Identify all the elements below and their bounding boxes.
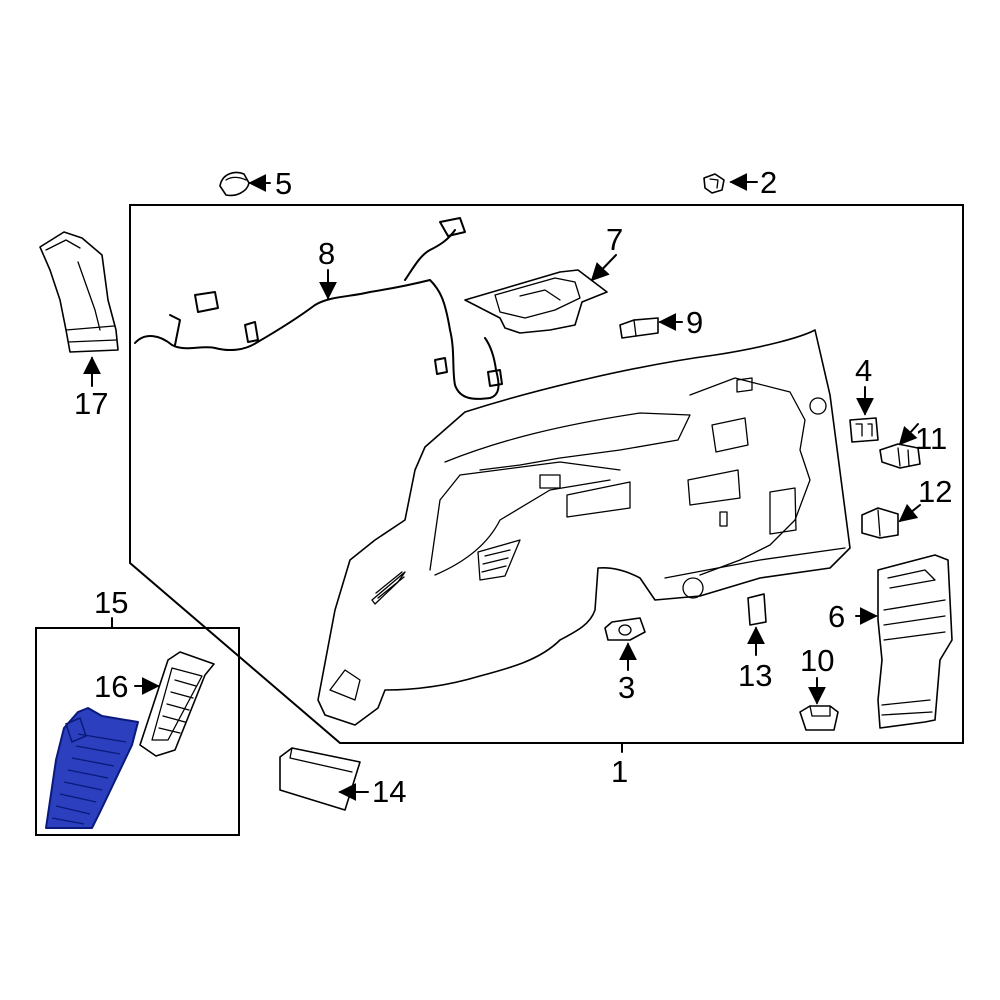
- quarter-trim-panel: [317, 329, 851, 726]
- wiring-harness: [134, 217, 503, 400]
- cover-11: [879, 443, 921, 469]
- cover-12: [861, 507, 899, 539]
- bracket-4: [849, 417, 879, 443]
- air-duct: [39, 231, 119, 353]
- push-pin-fastener: [703, 173, 725, 194]
- callout-17: 17: [74, 386, 108, 421]
- callout-10: 10: [800, 643, 834, 678]
- callout-4: 4: [855, 353, 872, 388]
- cover-cap: [219, 171, 250, 197]
- callout-1: 1: [611, 754, 628, 789]
- leader-11: [898, 423, 919, 446]
- leader-12: [898, 503, 921, 523]
- side-panel: [877, 554, 953, 729]
- inset-frame: [35, 627, 240, 836]
- leader-7: [590, 254, 617, 282]
- handle-bezel: [604, 617, 646, 641]
- callout-6: 6: [828, 599, 845, 634]
- callout-3: 3: [618, 670, 635, 705]
- callout-9: 9: [686, 305, 703, 340]
- callout-5: 5: [275, 166, 292, 201]
- callout-15: 15: [94, 585, 128, 620]
- callout-12: 12: [918, 474, 952, 509]
- storage-tray: [464, 269, 608, 334]
- callout-16: 16: [94, 669, 128, 704]
- callout-7: 7: [606, 222, 623, 257]
- callout-14: 14: [372, 774, 406, 809]
- callout-2: 2: [760, 165, 777, 200]
- bracket-13: [747, 593, 767, 626]
- cap-10: [799, 705, 839, 731]
- callout-11: 11: [915, 421, 947, 456]
- vent-grille: [139, 651, 215, 757]
- retainer-clip: [619, 317, 659, 339]
- callout-13: 13: [738, 658, 772, 693]
- highlighted-grille-panel: [45, 707, 139, 829]
- panel-14: [279, 747, 361, 811]
- callout-8: 8: [318, 236, 335, 271]
- assembly-frame: [129, 204, 964, 744]
